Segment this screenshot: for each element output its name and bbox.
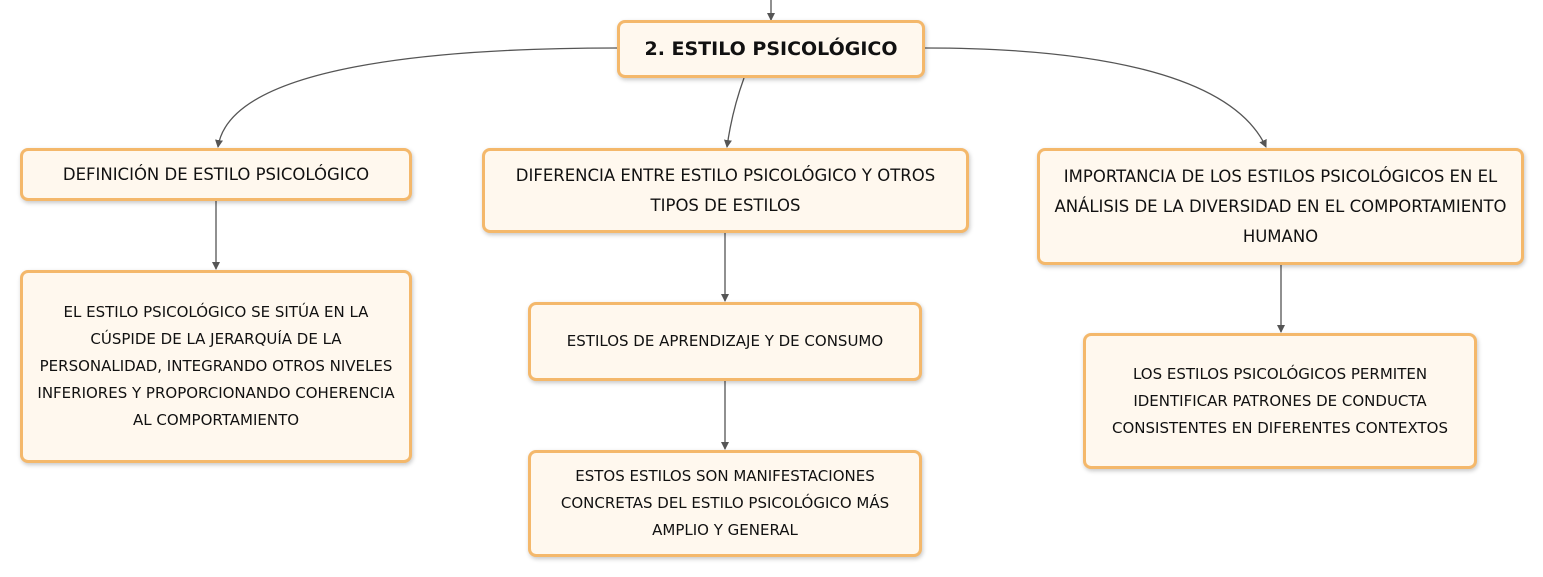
node-estilos-aprendizaje[interactable]: ESTILOS DE APRENDIZAJE Y DE CONSUMO xyxy=(528,302,922,381)
node-estilos-detalle[interactable]: ESTOS ESTILOS SON MANIFESTACIONES CONCRE… xyxy=(528,450,922,557)
node-diferencia[interactable]: DIFERENCIA ENTRE ESTILO PSICOLÓGICO Y OT… xyxy=(482,148,969,233)
node-importancia-detalle[interactable]: LOS ESTILOS PSICOLÓGICOS PERMITEN IDENTI… xyxy=(1083,333,1477,469)
node-diferencia-label: DIFERENCIA ENTRE ESTILO PSICOLÓGICO Y OT… xyxy=(515,165,936,215)
node-importancia-detalle-label: LOS ESTILOS PSICOLÓGICOS PERMITEN IDENTI… xyxy=(1112,364,1448,437)
node-estilos-detalle-label: ESTOS ESTILOS SON MANIFESTACIONES CONCRE… xyxy=(560,467,890,539)
connector-root-to-definicion xyxy=(215,47,618,148)
connector-root-to-importancia xyxy=(924,47,1267,148)
root-node[interactable]: 2. ESTILO PSICOLÓGICO xyxy=(617,20,925,78)
root-node-label: 2. ESTILO PSICOLÓGICO xyxy=(644,38,898,60)
node-definicion-detalle-label: EL ESTILO PSICOLÓGICO SE SITÚA EN LA CÚS… xyxy=(37,303,395,429)
connector-root-to-diferencia xyxy=(723,77,745,148)
node-importancia-label: IMPORTANCIA DE LOS ESTILOS PSICOLÓGICOS … xyxy=(1054,166,1507,246)
node-definicion-detalle[interactable]: EL ESTILO PSICOLÓGICO SE SITÚA EN LA CÚS… xyxy=(20,270,412,463)
node-importancia[interactable]: IMPORTANCIA DE LOS ESTILOS PSICOLÓGICOS … xyxy=(1037,148,1524,265)
node-definicion[interactable]: DEFINICIÓN DE ESTILO PSICOLÓGICO xyxy=(20,148,412,201)
node-definicion-label: DEFINICIÓN DE ESTILO PSICOLÓGICO xyxy=(62,164,370,184)
node-estilos-aprendizaje-label: ESTILOS DE APRENDIZAJE Y DE CONSUMO xyxy=(566,332,884,350)
